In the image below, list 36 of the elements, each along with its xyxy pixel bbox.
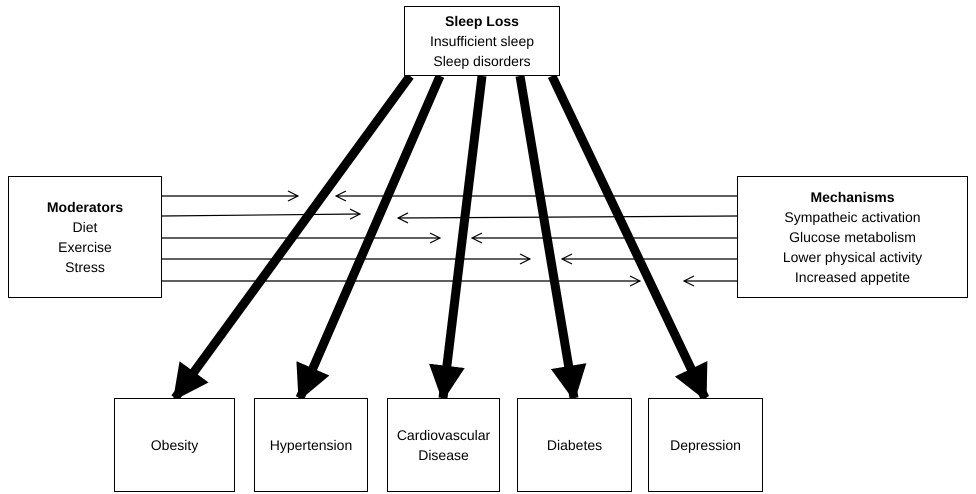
outcome-box bbox=[254, 398, 368, 492]
box-heading: Sleep Loss bbox=[445, 12, 519, 31]
box-text: Lower physical activity bbox=[782, 248, 922, 267]
box-text: Diabetes bbox=[546, 436, 602, 455]
outcome-box bbox=[387, 398, 500, 492]
box-text: Cardiovascular Disease bbox=[396, 426, 492, 465]
box-text: Stress bbox=[65, 258, 105, 277]
box-text: Hypertension bbox=[270, 436, 352, 455]
arrow bbox=[162, 253, 531, 265]
box-text: Increased appetite bbox=[794, 268, 910, 287]
arrow bbox=[162, 275, 641, 287]
box-text: Depression bbox=[670, 436, 741, 455]
factor-box bbox=[8, 176, 162, 298]
arrow bbox=[162, 190, 299, 202]
arrow bbox=[561, 253, 737, 265]
outcome-box bbox=[648, 398, 763, 492]
factor-box bbox=[737, 176, 968, 298]
box-text: Exercise bbox=[58, 238, 112, 257]
arrow bbox=[162, 232, 441, 244]
box-text: Insufficient sleep bbox=[430, 32, 534, 51]
arrow bbox=[335, 190, 737, 202]
box-text: Glucose metabolism bbox=[789, 228, 916, 247]
arrow bbox=[683, 275, 737, 287]
factor-box bbox=[404, 6, 560, 76]
arrow bbox=[162, 208, 361, 220]
box-heading: Moderators bbox=[46, 198, 124, 217]
arrow bbox=[171, 73, 414, 401]
arrow bbox=[471, 232, 737, 244]
outcome-box bbox=[517, 398, 632, 492]
box-text: Obesity bbox=[150, 436, 198, 455]
box-heading: Mechanisms bbox=[810, 188, 895, 207]
arrow bbox=[397, 212, 737, 224]
box-text: Diet bbox=[72, 218, 98, 237]
outcome-box bbox=[114, 398, 235, 492]
box-text: Sleep disorders bbox=[433, 52, 531, 71]
box-text: Sympatheic activation bbox=[784, 208, 921, 227]
